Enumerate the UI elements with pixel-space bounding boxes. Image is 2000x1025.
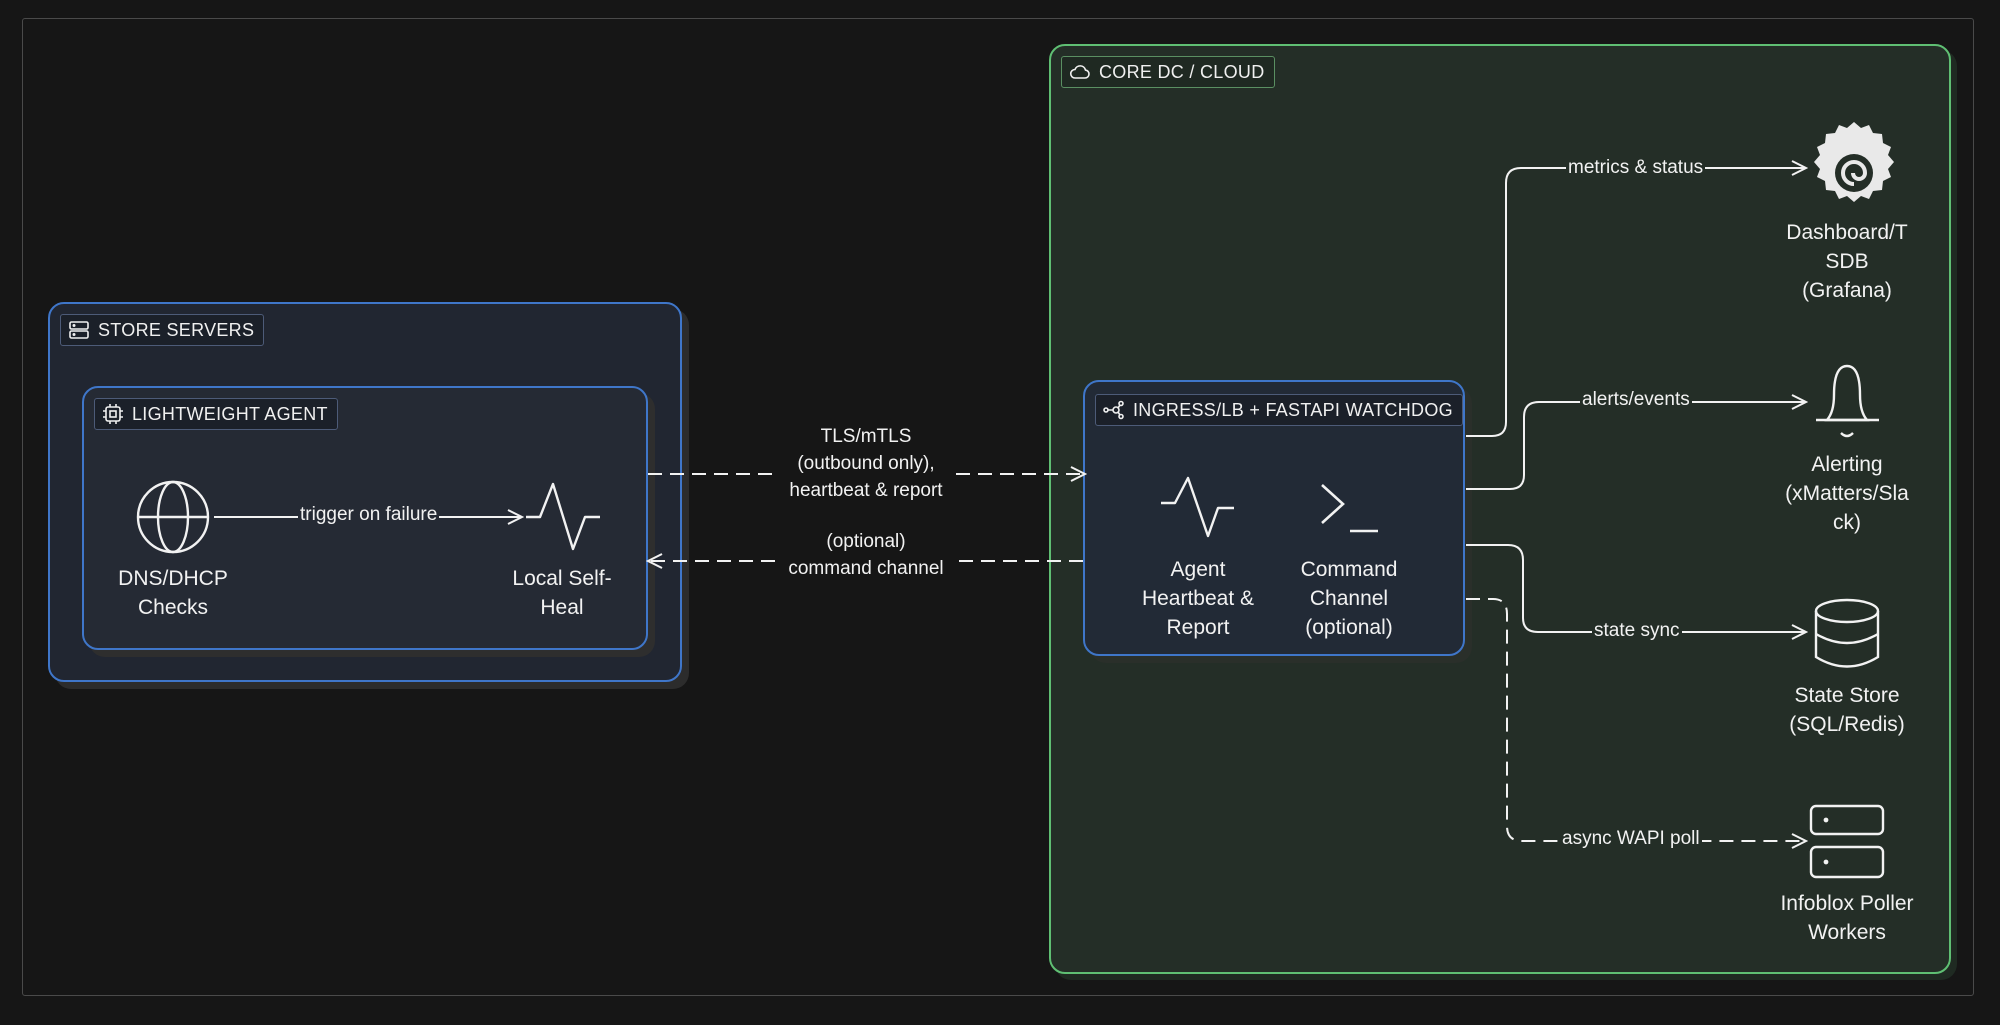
dashboard-label: Dashboard/T SDB (Grafana) — [1786, 221, 1908, 302]
core-dc-title: CORE DC / CLOUD — [1099, 61, 1265, 82]
store-servers-title: STORE SERVERS — [98, 319, 255, 340]
agent-heartbeat-label: Agent Heartbeat & Report — [1141, 558, 1255, 639]
edge-label-trigger: trigger on failure — [298, 501, 440, 528]
network-icon — [1103, 400, 1124, 420]
grafana-icon — [1814, 122, 1894, 202]
cpu-icon — [103, 404, 123, 424]
edge-label-metrics: metrics & status — [1566, 154, 1706, 181]
ingress-group[interactable]: INGRESS/LB + FASTAPI WATCHDOG — [1083, 380, 1465, 656]
edge-metrics — [1466, 168, 1806, 437]
heartbeat-pulse-icon — [1161, 476, 1234, 538]
globe-icon — [136, 480, 210, 554]
server-stack-icon — [1809, 804, 1885, 879]
ingress-badge: INGRESS/LB + FASTAPI WATCHDOG — [1095, 394, 1463, 426]
lightweight-agent-badge: LIGHTWEIGHT AGENT — [94, 398, 338, 430]
dns-dhcp-checks-label: DNS/DHCP Checks — [118, 567, 228, 619]
core-dc-badge: CORE DC / CLOUD — [1061, 56, 1275, 88]
edge-alerts — [1466, 402, 1806, 490]
edge-wapi — [1466, 598, 1806, 841]
state-store-label: State Store (SQL/Redis) — [1789, 684, 1905, 736]
edge-label-state-sync: state sync — [1592, 617, 1682, 644]
cloud-icon — [1069, 65, 1090, 79]
local-self-heal-label: Local Self- Heal — [512, 567, 612, 619]
database-icon — [1814, 598, 1880, 668]
server-icon — [69, 321, 89, 339]
canvas-frame — [22, 18, 1974, 996]
lightweight-agent-title: LIGHTWEIGHT AGENT — [132, 403, 328, 424]
edge-state-sync — [1466, 544, 1806, 632]
infoblox-label: Infoblox Poller Workers — [1780, 892, 1914, 944]
edge-label-wapi: async WAPI poll — [1560, 825, 1702, 852]
edge-label-tls: TLS/mTLS (outbound only), heartbeat & re… — [776, 423, 956, 504]
store-servers-badge: STORE SERVERS — [60, 314, 265, 346]
bell-icon — [1816, 364, 1879, 438]
terminal-icon — [1321, 484, 1378, 533]
ingress-title: INGRESS/LB + FASTAPI WATCHDOG — [1133, 399, 1453, 420]
pulse-icon — [526, 482, 600, 551]
command-channel-label: Command Channel (optional) — [1300, 558, 1398, 639]
edge-label-alerts: alerts/events — [1580, 386, 1692, 413]
edge-label-command: (optional) command channel — [776, 528, 956, 582]
alerting-label: Alerting (xMatters/Sla ck) — [1785, 453, 1909, 534]
